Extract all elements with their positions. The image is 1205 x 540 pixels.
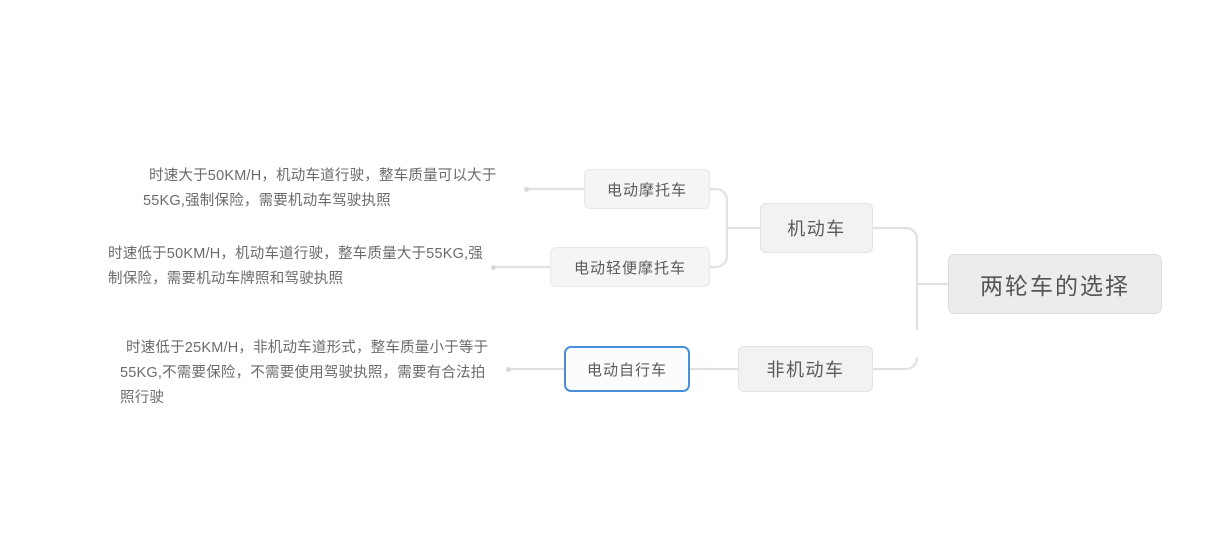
branch-node-motor-vehicle[interactable]: 机动车: [760, 203, 873, 253]
note-electric-bicycle[interactable]: 时速低于25KM/H，非机动车道形式，整车质量小于等于55KG,不需要保险，不需…: [120, 340, 489, 406]
leaf-node-electric-moped-label: 电动轻便摩托车: [573, 259, 686, 277]
branch-node-motor-vehicle-label: 机动车: [787, 219, 846, 239]
link-trunk-to-nonmotor: [871, 356, 919, 371]
leaf-node-electric-bicycle-label: 电动自行车: [586, 361, 667, 379]
note-electric-moped[interactable]: 时速低于50KM/H，机动车道行驶，整车质量大于55KG,强制保险，需要机动车牌…: [108, 246, 483, 287]
branch-node-non-motor-vehicle-label: 非机动车: [766, 360, 845, 380]
note-connector-dot-3: [506, 366, 511, 372]
branch-node-non-motor-vehicle[interactable]: 非机动车: [738, 346, 873, 392]
leaf-node-electric-motorcycle[interactable]: 电动摩托车: [584, 169, 710, 209]
link-trunk-to-motor: [871, 226, 919, 241]
link-motor-to-child1: [708, 187, 729, 202]
link-trunk-to-nonmotor-curve: [873, 329, 917, 369]
leaf-node-electric-bicycle[interactable]: 电动自行车: [564, 346, 690, 392]
root-node[interactable]: 两轮车的选择: [948, 254, 1162, 314]
link-motor-to-child2: [708, 254, 729, 269]
note-connector-dot-2: [491, 264, 496, 270]
leaf-node-electric-moped[interactable]: 电动轻便摩托车: [550, 247, 710, 287]
root-node-label: 两轮车的选择: [980, 273, 1130, 299]
note-connector-dot-1: [524, 186, 529, 192]
leaf-node-electric-motorcycle-label: 电动摩托车: [606, 181, 687, 199]
note-electric-motorcycle[interactable]: 时速大于50KM/H，机动车道行驶，整车质量可以大于55KG,强制保险，需要机动…: [143, 168, 497, 209]
